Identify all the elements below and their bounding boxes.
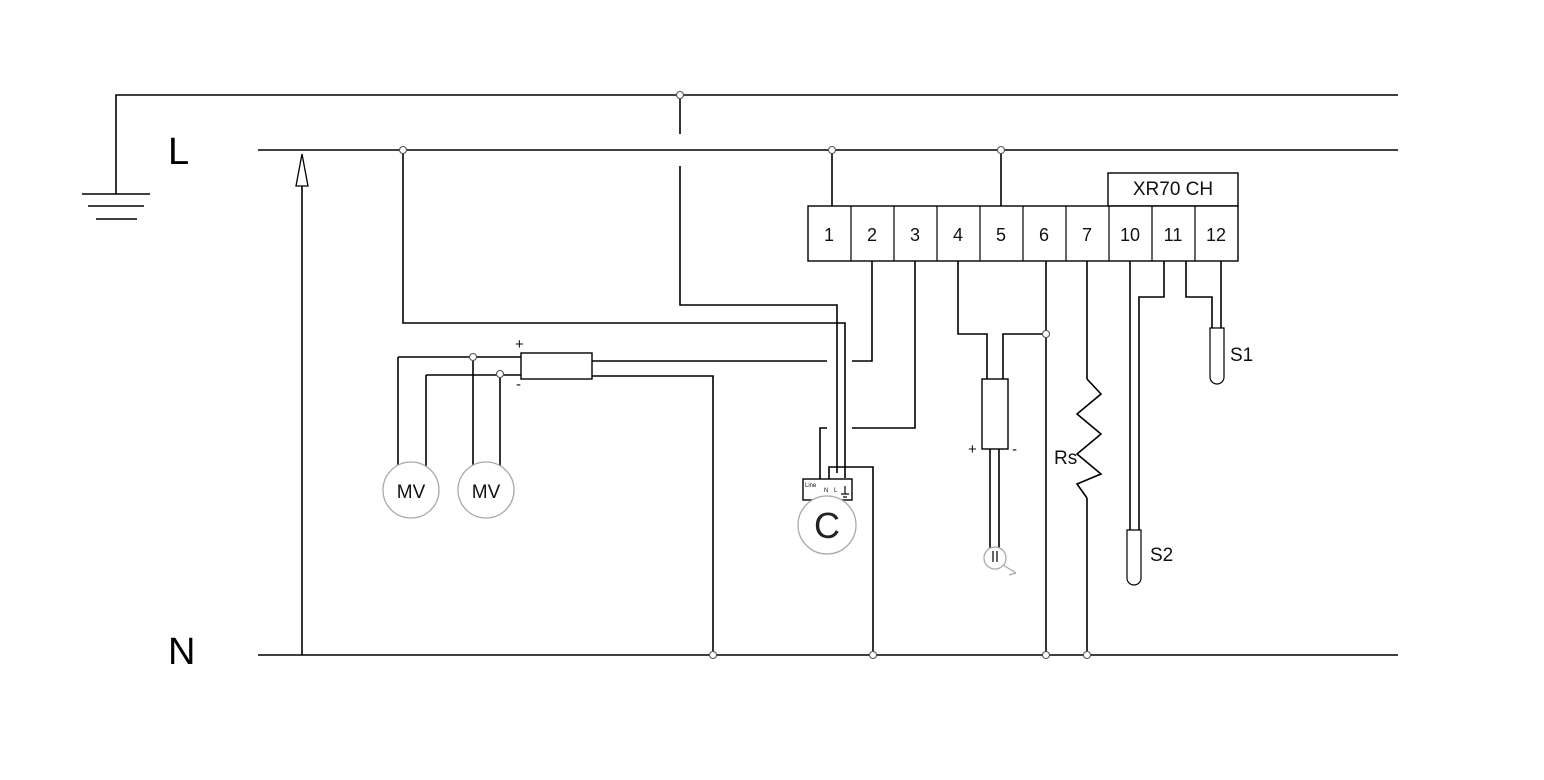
probe-s2-label: S2 [1150,545,1173,566]
wire-t11-probe-s2 [1139,261,1164,530]
terminal-2: 2 [867,225,877,245]
ground-icon [82,194,150,219]
terminal-12: 12 [1206,225,1226,245]
controller-title: XR70 CH [1133,179,1213,200]
fan-icon [984,547,1016,575]
terminal-3: 3 [910,225,920,245]
wire-t3-compressor [852,261,915,428]
motor-valve-wires [398,357,500,470]
fan-thermostat: + - [968,379,1017,458]
supply-arrow [296,154,308,655]
fan-minus: - [1012,441,1017,458]
compressor-terminal-line: Line [805,483,817,489]
earth-wire [116,95,1398,473]
terminal-11: 11 [1164,225,1183,245]
contactor-plus: + [515,336,524,353]
motor-valve-1-label: MV [397,482,426,503]
compressor: Line N L C [798,479,856,554]
controller-xr70: XR70 CH 1 2 3 4 5 6 7 10 11 12 [808,173,1238,261]
motor-valve-1: MV [383,462,439,518]
terminal-10: 10 [1120,225,1140,245]
compressor-label: C [814,505,840,546]
wire-t2-contactor [852,261,872,361]
wire-line-compressor [403,150,845,478]
probe-s1-label: S1 [1230,345,1253,366]
terminal-5: 5 [996,225,1006,245]
neutral-rail-label: N [168,631,195,673]
wire-t11-probe-s1 [1186,261,1212,328]
resistor-zigzag-icon [1077,379,1101,498]
motor-valve-2: MV [458,462,514,518]
wire-contactor-neutral [592,376,713,655]
wire-t4-fan [958,261,987,379]
motor-valve-2-label: MV [472,482,501,503]
terminal-1: 1 [824,225,834,245]
fan-plus: + [968,441,977,458]
heater-label: Rs [1054,448,1077,469]
line-rail-label: L [168,131,189,173]
compressor-terminal-n: N [824,488,828,494]
contactor: + - [515,336,592,393]
contactor-minus: - [516,376,521,393]
probe-s1: S1 [1210,328,1253,384]
probe-s2: S2 [1127,530,1173,585]
terminal-4: 4 [953,225,963,245]
wire-fan-t6 [1003,334,1046,379]
terminal-7: 7 [1082,225,1092,245]
terminal-6: 6 [1039,225,1049,245]
wire-compressor-phase [820,428,827,481]
